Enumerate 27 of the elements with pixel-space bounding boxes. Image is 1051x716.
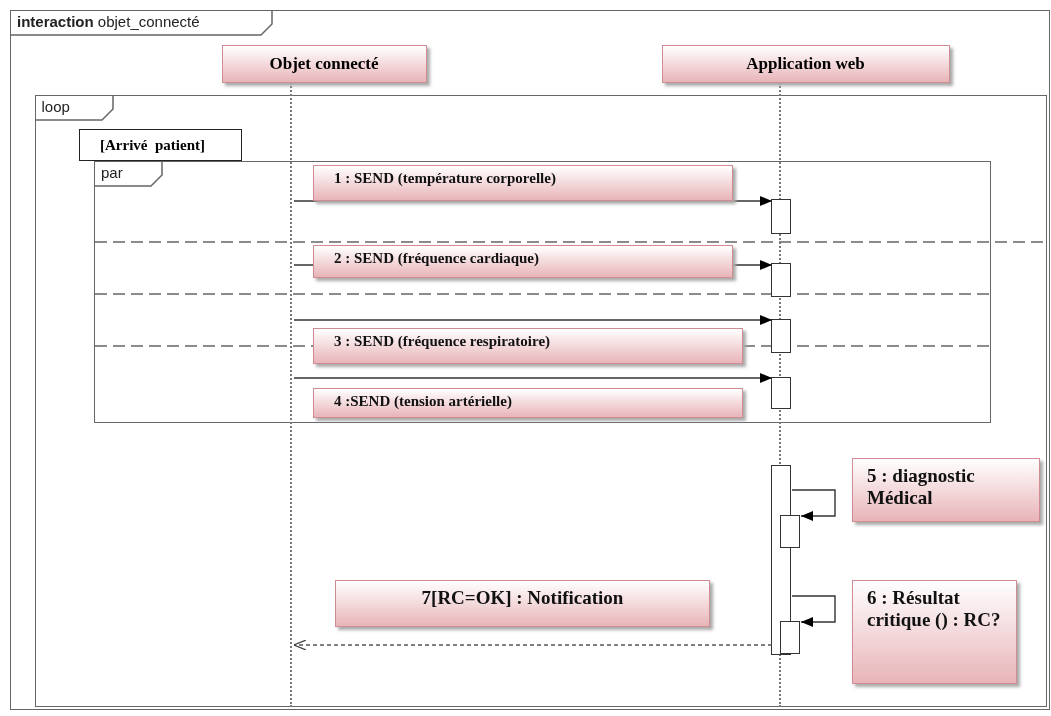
par-fragment: [94, 161, 991, 423]
activation-bar: [780, 621, 800, 654]
message-label: 7[RC=OK] : Notification: [335, 580, 710, 627]
lifeline-head: Objet connecté: [221, 44, 427, 83]
message-label: 4 :SEND (tension artérielle): [313, 388, 743, 418]
lifeline: [290, 83, 293, 707]
self-message-arrow: [791, 595, 836, 627]
activation-bar: [770, 318, 791, 353]
activation-bar: [770, 376, 791, 409]
activation-bar: [780, 515, 800, 548]
message-label: 3 : SEND (fréquence respiratoire): [313, 328, 743, 364]
activation-bar: [770, 262, 791, 297]
message-arrow: [293, 373, 773, 383]
message-label: 2 : SEND (fréquence cardiaque): [313, 245, 733, 278]
message-arrow: [293, 315, 773, 325]
activation-bar: [770, 198, 791, 234]
guard-condition: [Arrivé patient]: [79, 129, 242, 161]
lifeline: [779, 83, 782, 707]
message-label: 6 : Résultat critique () : RC?: [852, 580, 1017, 684]
message-label: 5 : diagnostic Médical: [852, 458, 1040, 522]
lifeline-head: Application web: [661, 44, 950, 83]
message-arrow: [293, 196, 773, 206]
frame-tab: interaction objet_connecté: [11, 11, 273, 35]
self-message-arrow: [791, 489, 836, 521]
message-label: 1 : SEND (température corporelle): [313, 165, 733, 201]
frame-tab: loop: [35, 95, 114, 120]
return-message-arrow: [293, 639, 773, 651]
